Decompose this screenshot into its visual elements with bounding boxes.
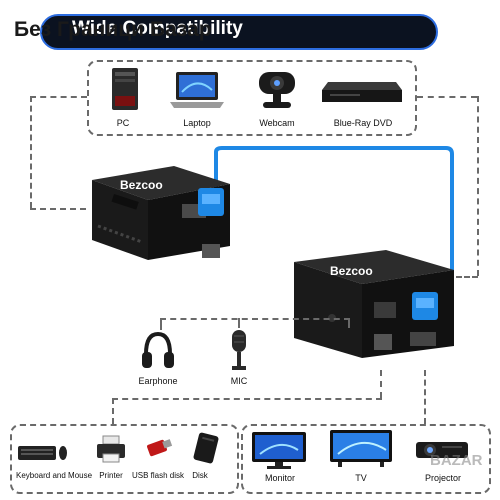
connector-line [112, 398, 114, 424]
keyboard-mouse-icon [18, 446, 67, 460]
connector-line [456, 276, 478, 278]
device-label-earphone: Earphone [138, 376, 178, 386]
connector-line [424, 370, 426, 424]
title-banner [40, 14, 438, 50]
connector-line [380, 370, 382, 398]
device-label-keyboard-mouse: Keyboard and Mouse [16, 471, 93, 480]
device-label-mic: MIC [230, 376, 248, 386]
device-label-webcam: Webcam [259, 118, 295, 128]
monitor-icon [252, 432, 306, 469]
dvd-player-icon [322, 82, 402, 102]
top-device-group [87, 60, 417, 136]
printer-icon [97, 435, 125, 463]
device-label-bluray: Blue-Ray DVD [333, 118, 393, 128]
headphones-icon [142, 331, 174, 368]
disk-drive-icon [193, 432, 219, 464]
connector-line [348, 318, 350, 328]
pc-tower-icon [112, 68, 138, 110]
connector-line [30, 96, 32, 208]
connector-line [160, 318, 162, 330]
rj45-plug-icon [412, 292, 438, 320]
projector-icon [416, 442, 468, 458]
connector-line [160, 318, 350, 320]
bottom-left-device-group [10, 424, 239, 494]
brand-logo-transmitter: Bezcoo [120, 178, 163, 192]
connector-line [30, 208, 86, 210]
tv-icon [330, 430, 392, 467]
connector-line [238, 318, 240, 328]
device-label-pc: PC [116, 118, 130, 128]
usb-flash-icon [147, 439, 173, 457]
ethernet-cable [214, 146, 454, 288]
rj45-plug-icon [198, 188, 224, 216]
microphone-icon [232, 330, 246, 370]
page-title: Wide Compatibility [72, 18, 243, 39]
footer-watermark: BAZAR [430, 452, 483, 469]
device-label-disk: Disk [192, 471, 208, 480]
device-label-laptop: Laptop [183, 118, 211, 128]
connector-line [112, 398, 382, 400]
device-label-monitor: Monitor [264, 473, 295, 483]
connector-line [477, 96, 479, 276]
device-label-projector: Projector [424, 473, 461, 483]
device-label-tv: TV [355, 473, 367, 483]
watermark-text: Без Граници Базар [14, 18, 212, 41]
connector-line [417, 96, 477, 98]
device-label-printer: Printer [99, 471, 123, 480]
brand-logo-receiver: Bezcoo [330, 264, 373, 278]
webcam-icon [259, 72, 295, 108]
bottom-right-device-group [241, 424, 491, 494]
laptop-icon [170, 72, 224, 108]
device-label-usb-flash: USB flash disk [132, 471, 185, 480]
connector-line [30, 96, 87, 98]
